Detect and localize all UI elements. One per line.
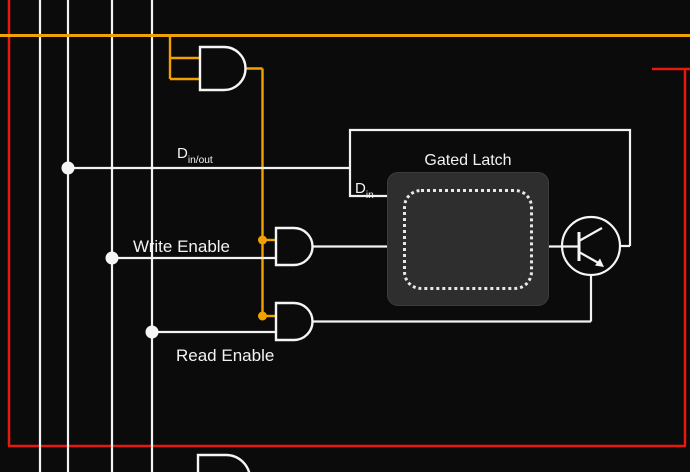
latch-dotted-outline (403, 189, 533, 290)
data-line-label-base: D (177, 145, 188, 162)
read-enable-label: Read Enable (176, 346, 275, 365)
transistor-collector (578, 227, 603, 242)
gated-latch-title: Gated Latch (424, 152, 512, 169)
next-cell-and-gate (196, 453, 251, 472)
data-in-label: Din (355, 180, 374, 201)
transistor (549, 215, 622, 277)
orange-junction-dot-read (258, 311, 267, 321)
grid-wires-red (7, 0, 690, 448)
junction-dot-data (61, 161, 75, 175)
junction-dot-write (105, 251, 119, 265)
select-and-gate (198, 45, 247, 92)
data-line-label: Din/out (177, 145, 213, 166)
bus-wires-white (38, 0, 154, 472)
write-enable-label: Write Enable (133, 237, 231, 256)
junction-dot-read (145, 325, 159, 339)
select-wires-orange (0, 34, 690, 321)
gated-latch-box (387, 172, 549, 306)
write-and-gate (274, 226, 314, 267)
data-in-label-base: D (355, 180, 366, 197)
read-and-gate (274, 301, 314, 342)
orange-junction-dot-write (258, 235, 267, 245)
data-line-label-sub: in/out (187, 155, 213, 166)
data-return-routing (348, 128, 632, 246)
data-in-label-sub: in (365, 190, 374, 201)
and-gates (196, 45, 314, 472)
transistor-emitter-arrow (595, 258, 604, 267)
